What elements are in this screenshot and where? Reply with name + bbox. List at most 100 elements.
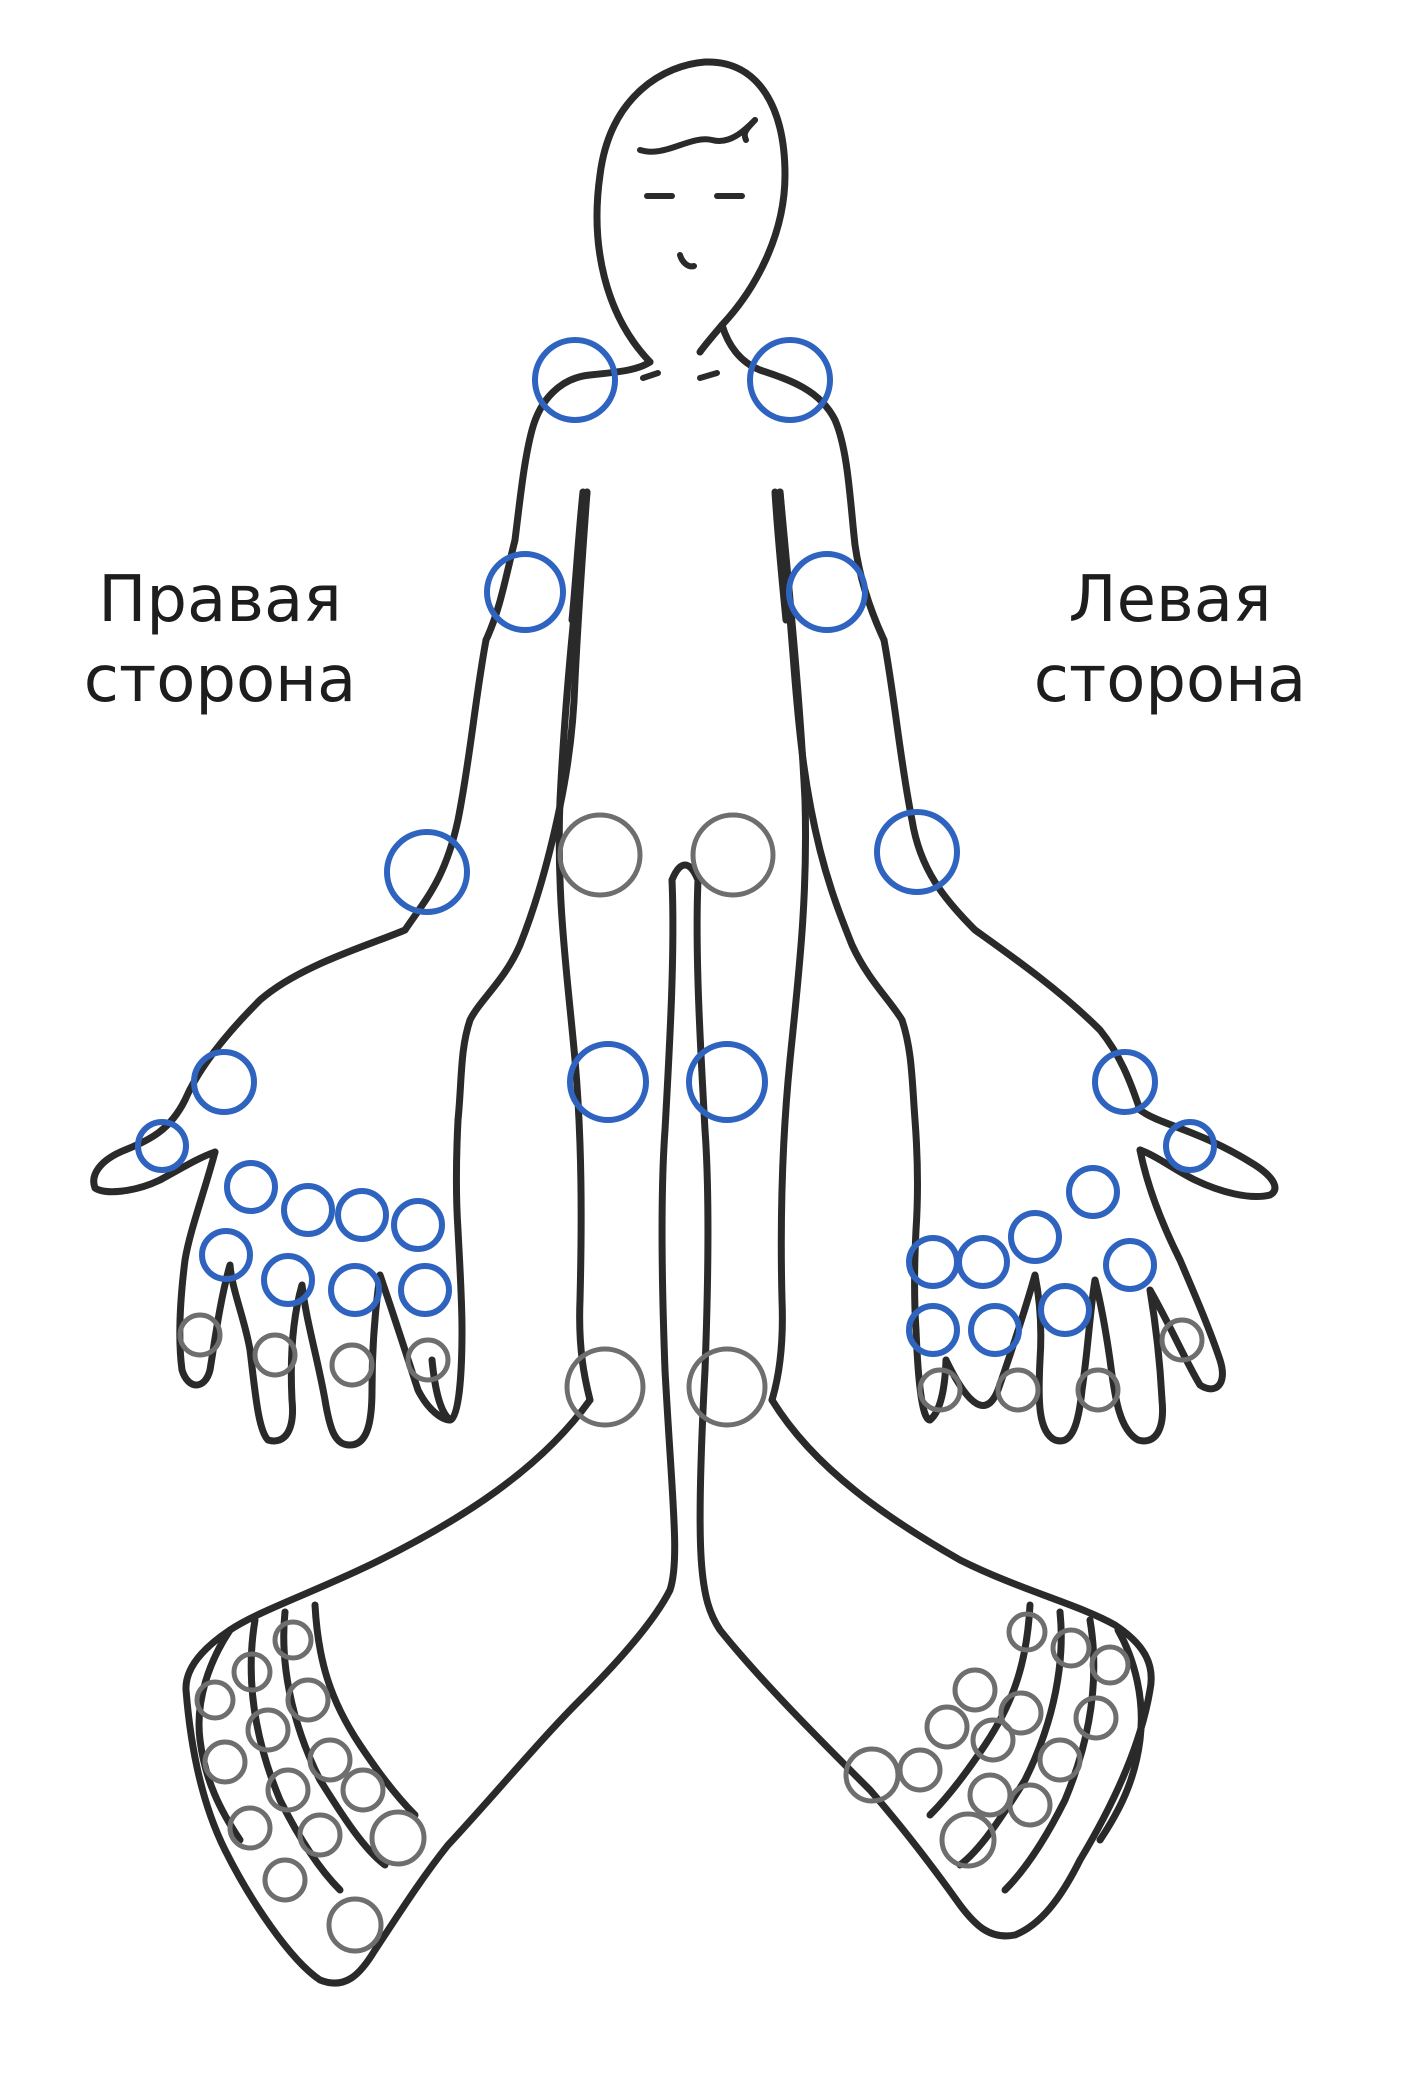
left-knee-joint-marked bbox=[686, 1041, 768, 1123]
hair-outline bbox=[741, 117, 758, 143]
right-side-label-line-1: Правая bbox=[98, 563, 342, 637]
torso-outline bbox=[718, 321, 888, 644]
left-hand-outline bbox=[942, 1146, 1226, 1445]
right-toes-outline bbox=[195, 1626, 244, 1844]
left-toe-joint-unmarked bbox=[952, 1667, 998, 1713]
left-pip-joint-marked bbox=[968, 1303, 1022, 1357]
right-toes-outline bbox=[247, 1616, 344, 1894]
collar-mark bbox=[640, 370, 661, 381]
right-mcp-joint-marked bbox=[335, 1188, 389, 1242]
left-toe-joint-unmarked bbox=[1089, 1644, 1131, 1686]
right-toe-joint-unmarked bbox=[202, 1739, 248, 1785]
right-thumb-joint-marked bbox=[135, 1119, 189, 1173]
left-toe-joint-unmarked bbox=[843, 1746, 901, 1804]
right-side-label: Правая сторона bbox=[40, 560, 400, 720]
right-hip-joint-unmarked bbox=[557, 812, 643, 898]
head-outline bbox=[593, 58, 789, 366]
right-toe-joint-unmarked bbox=[262, 1857, 308, 1903]
right-toe-joint-unmarked bbox=[307, 1737, 353, 1783]
right-toe-joint-unmarked bbox=[285, 1677, 331, 1723]
right-ankle-joint-unmarked bbox=[564, 1346, 646, 1428]
inner-leg-outline bbox=[658, 876, 677, 1374]
left-toe-joint-unmarked bbox=[1050, 1627, 1092, 1669]
left-toe-joint-unmarked bbox=[897, 1747, 943, 1793]
left-side-label-line-2: сторона bbox=[1033, 643, 1307, 717]
right-dip-joint-unmarked bbox=[405, 1337, 451, 1383]
left-wrist-joint-marked bbox=[874, 809, 960, 895]
left-mcp-joint-marked bbox=[906, 1235, 960, 1289]
right-wrist-joint-marked bbox=[384, 829, 470, 915]
left-side-label: Левая сторона bbox=[990, 560, 1350, 720]
torso-outline bbox=[482, 358, 654, 644]
joint-markers bbox=[135, 337, 1217, 1954]
right-toe-joint-unmarked bbox=[297, 1812, 343, 1858]
right-toe-joint-unmarked bbox=[227, 1805, 273, 1851]
right-mcp-joint-marked bbox=[391, 1198, 445, 1252]
left-toe-joint-unmarked bbox=[1073, 1695, 1119, 1741]
left-toe-joint-unmarked bbox=[1007, 1782, 1053, 1828]
right-arm-outline bbox=[428, 488, 591, 1424]
right-dip-joint-unmarked bbox=[177, 1312, 223, 1358]
right-pip-joint-marked bbox=[199, 1228, 253, 1282]
left-arm-outline bbox=[880, 636, 1279, 1201]
right-foot-outline bbox=[182, 1366, 679, 1987]
right-dip-joint-unmarked bbox=[252, 1332, 298, 1378]
left-mcp-joint-marked bbox=[1066, 1165, 1120, 1219]
right-toe-joint-unmarked bbox=[231, 1651, 273, 1693]
right-toe-joint-unmarked bbox=[265, 1767, 311, 1813]
left-toe-joint-unmarked bbox=[967, 1772, 1013, 1818]
left-dip-joint-unmarked bbox=[917, 1367, 963, 1413]
right-toe-joint-unmarked bbox=[369, 1809, 427, 1867]
right-pip-joint-marked bbox=[328, 1263, 382, 1317]
left-inner-arm bbox=[771, 488, 790, 624]
left-toes-outline bbox=[1096, 1626, 1145, 1844]
right-leg-outline bbox=[555, 488, 594, 1404]
right-toe-joint-unmarked bbox=[326, 1896, 384, 1954]
nose bbox=[677, 252, 697, 270]
left-pip-joint-marked bbox=[1038, 1283, 1092, 1337]
right-dip-joint-unmarked bbox=[329, 1342, 375, 1388]
hair-outline bbox=[637, 117, 758, 155]
left-thumb-base-joint-marked bbox=[1092, 1049, 1158, 1115]
right-hand-outline bbox=[176, 1148, 454, 1449]
left-toe-joint-unmarked bbox=[1006, 1611, 1048, 1653]
left-toe-joint-unmarked bbox=[970, 1717, 1016, 1763]
inner-leg-outline bbox=[693, 876, 712, 1374]
left-toes-outline bbox=[956, 1608, 1065, 1869]
right-toe-joint-unmarked bbox=[245, 1707, 291, 1753]
left-elbow-joint-marked bbox=[786, 551, 868, 633]
right-thumb-base-joint-marked bbox=[191, 1049, 257, 1115]
right-toe-joint-unmarked bbox=[340, 1767, 386, 1813]
left-dip-joint-unmarked bbox=[1075, 1367, 1121, 1413]
left-toe-joint-unmarked bbox=[998, 1690, 1044, 1736]
right-toe-joint-unmarked bbox=[272, 1619, 314, 1661]
left-dip-joint-unmarked bbox=[1159, 1317, 1205, 1363]
left-toe-joint-unmarked bbox=[939, 1811, 997, 1869]
left-leg-outline bbox=[768, 488, 810, 1404]
left-mcp-joint-marked bbox=[1008, 1210, 1062, 1264]
body-outline bbox=[90, 58, 1279, 1987]
right-mcp-joint-marked bbox=[281, 1183, 335, 1237]
right-knee-joint-marked bbox=[567, 1041, 649, 1123]
right-toe-joint-unmarked bbox=[194, 1679, 236, 1721]
right-elbow-joint-marked bbox=[484, 551, 566, 633]
left-hip-joint-unmarked bbox=[690, 812, 776, 898]
right-pip-joint-marked bbox=[398, 1263, 452, 1317]
right-arm-outline bbox=[90, 636, 490, 1196]
left-mcp-joint-marked bbox=[956, 1235, 1010, 1289]
left-thumb-joint-marked bbox=[1163, 1119, 1217, 1173]
left-pip-joint-marked bbox=[906, 1303, 960, 1357]
left-ankle-joint-unmarked bbox=[686, 1346, 768, 1428]
left-toe-joint-unmarked bbox=[924, 1704, 970, 1750]
right-mcp-joint-marked bbox=[224, 1160, 278, 1214]
right-toes-outline bbox=[311, 1601, 419, 1819]
right-pip-joint-marked bbox=[261, 1253, 315, 1307]
left-pip-joint-marked bbox=[1103, 1238, 1157, 1292]
left-toes-outline bbox=[926, 1601, 1034, 1819]
left-side-label-line-1: Левая bbox=[1068, 563, 1272, 637]
collar-mark bbox=[697, 370, 720, 381]
left-foot-outline bbox=[696, 1366, 1155, 1940]
left-shoulder-joint-marked bbox=[747, 337, 833, 423]
right-side-label-line-2: сторона bbox=[83, 643, 357, 717]
